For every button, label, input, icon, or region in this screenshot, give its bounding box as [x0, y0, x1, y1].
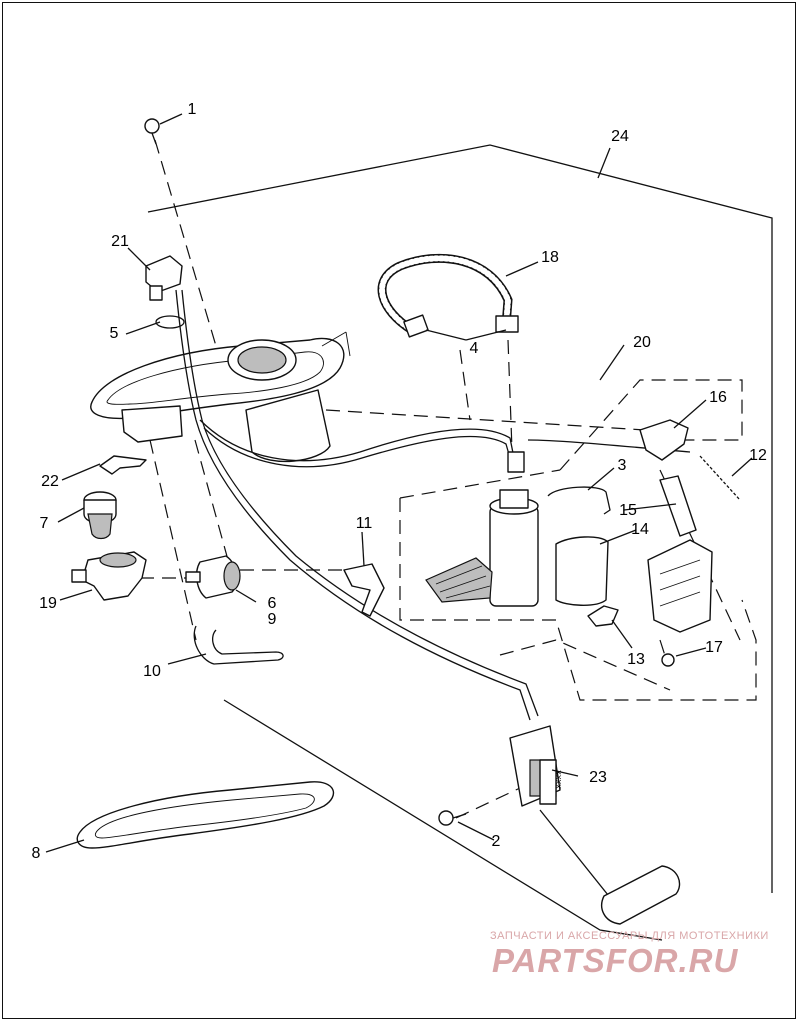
callout-11: 11 — [355, 515, 373, 532]
callout-20: 20 — [633, 334, 651, 351]
gasket — [76, 781, 335, 849]
harness-connector — [507, 451, 525, 473]
callout-16: 16 — [709, 389, 727, 406]
callout-22: 22 — [41, 473, 59, 490]
kit-outline — [147, 144, 773, 893]
callout-12: 12 — [749, 447, 767, 464]
callout-21: 21 — [111, 233, 129, 250]
svg-text:PARTSFOR.RU: PARTSFOR.RU — [492, 943, 738, 977]
callout-5: 5 — [109, 325, 119, 342]
callout-23: 23 — [589, 769, 607, 786]
level-arm — [659, 475, 697, 537]
watermark-logo: PARTSFOR.RU — [492, 943, 738, 977]
callout-7: 7 — [39, 515, 49, 532]
sender-body — [647, 539, 713, 633]
callout-10: 10 — [143, 663, 161, 680]
callout-6: 6 — [267, 595, 277, 612]
float — [601, 865, 681, 925]
part-marking: XXXX — [553, 770, 561, 789]
pressure-sensor — [145, 255, 183, 293]
pump-strainer — [425, 557, 493, 603]
callout-9: 9 — [267, 611, 277, 628]
spring — [699, 455, 741, 501]
pump-clamp — [547, 486, 611, 515]
watermark-tagline: ЗАПЧАСТИ И АКСЕССУАРЫ ДЛЯ МОТОТЕХНИКИ — [490, 930, 769, 942]
callout-13: 13 — [627, 651, 645, 668]
bracket — [343, 563, 385, 617]
retainer-wire — [193, 625, 284, 665]
isolator — [587, 605, 619, 627]
callout-4: 4 — [469, 340, 479, 357]
callout-24: 24 — [611, 128, 629, 145]
callout-8: 8 — [31, 845, 41, 862]
clip — [99, 455, 147, 475]
callout-1: 1 — [187, 101, 197, 118]
callout-14: 14 — [631, 521, 649, 538]
pump-sleeve — [555, 536, 609, 606]
nut — [661, 653, 675, 667]
callout-15: 15 — [619, 502, 637, 519]
callout-18: 18 — [541, 249, 559, 266]
callout-3: 3 — [617, 457, 627, 474]
callout-17: 17 — [705, 639, 723, 656]
bracket-top — [639, 419, 689, 461]
fuel-pump — [489, 505, 539, 607]
callout-2: 2 — [491, 833, 501, 850]
callout-19: 19 — [39, 595, 57, 612]
